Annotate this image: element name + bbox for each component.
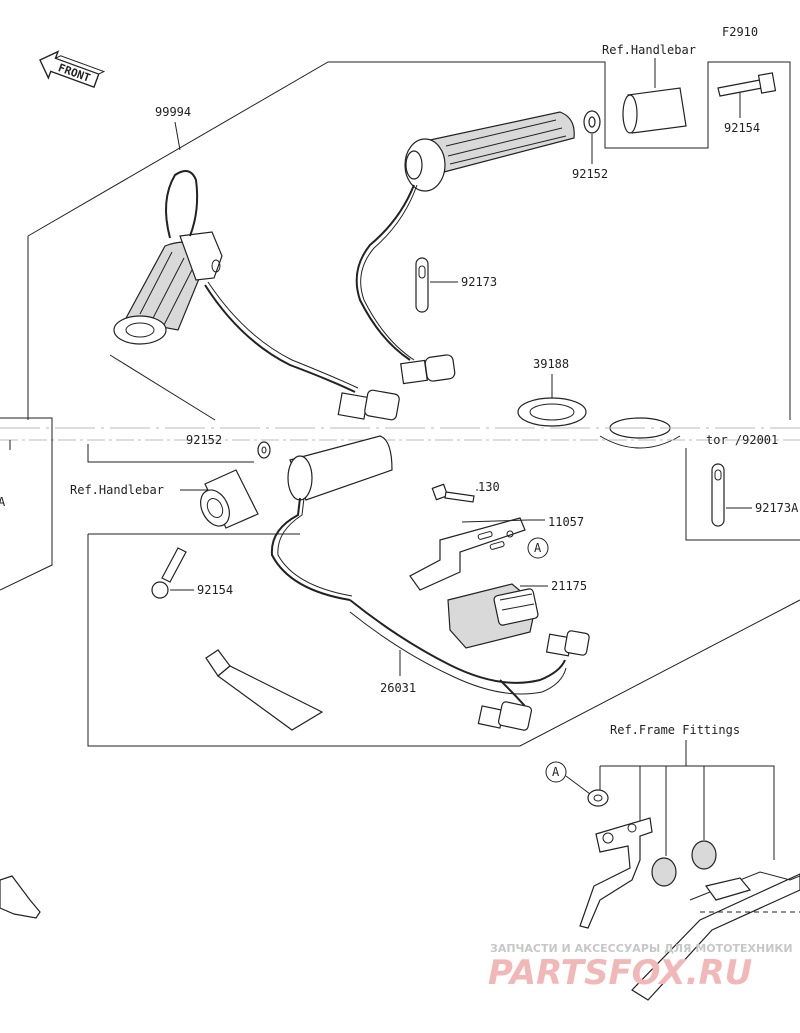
grommet-partial-right	[599, 417, 681, 449]
label-ref-handlebar-left: Ref.Handlebar	[70, 483, 164, 497]
heated-grip-right	[404, 111, 575, 192]
grip-right-cable	[355, 184, 415, 361]
marker-a-2-text: A	[552, 765, 560, 779]
harness-main-cable	[349, 599, 566, 684]
label-washer: 92152	[572, 167, 608, 181]
controller-21175	[447, 583, 539, 649]
label-kit-number: 99994	[155, 105, 191, 119]
figure-code: F2910	[722, 25, 758, 39]
harness-connector-lower	[477, 701, 533, 731]
kit-boundary-lower	[87, 534, 800, 747]
grip-left-cable	[204, 284, 356, 393]
bracket-11057	[409, 517, 526, 591]
bolt-130	[431, 483, 475, 503]
connector-right-grip	[400, 354, 456, 385]
grommet	[517, 397, 587, 427]
heated-grip-left	[113, 231, 223, 345]
bar-end-weight-right	[622, 87, 687, 134]
partial-part-bottom-left	[0, 875, 41, 919]
washer-right	[583, 110, 601, 134]
washer-left	[257, 441, 271, 459]
grease-tube	[205, 649, 324, 731]
rubber-damper-1	[651, 857, 677, 887]
label-ref-handlebar-top: Ref.Handlebar	[602, 43, 696, 57]
marker-a-1	[527, 537, 549, 559]
rubber-damper-2	[691, 840, 717, 870]
kit-boundary	[27, 61, 791, 420]
front-arrow-icon: FRONT	[39, 50, 106, 88]
watermark-top: ЗАПЧАСТИ И АКСЕССУАРЫ ДЛЯ МОТОТЕХНИКИ	[490, 942, 793, 955]
harness-capacitor	[270, 435, 393, 601]
bar-end-weight-left	[200, 469, 259, 529]
label-clip-right: 92173A	[755, 501, 799, 515]
cut-band: 92152 tor /92001 A	[0, 427, 800, 509]
label-bolt-top: 92154	[724, 121, 760, 135]
harness-connector-upper	[545, 630, 590, 657]
cable-clip-center	[415, 257, 429, 313]
label-bolt-left: 92154	[197, 583, 233, 597]
label-grommet: 39188	[533, 357, 569, 371]
connector-left-grip	[337, 389, 400, 421]
bolt-right	[717, 72, 777, 97]
grip-left-loop	[165, 170, 199, 239]
bolt-left	[151, 547, 187, 599]
label-cut-right: tor /92001	[706, 433, 778, 447]
label-bracket: 11057	[548, 515, 584, 529]
marker-a-2	[545, 761, 567, 783]
label-cut-left: 92152	[186, 433, 222, 447]
label-ref-frame: Ref.Frame Fittings	[610, 723, 740, 737]
collar	[587, 789, 609, 807]
cable-clip-right	[711, 463, 725, 527]
label-clip-center: 92173	[461, 275, 497, 289]
label-controller: 21175	[551, 579, 587, 593]
label-harness: 26031	[380, 681, 416, 695]
label-bolt-130: 130	[478, 480, 500, 494]
marker-a-1-text: A	[534, 541, 542, 555]
watermark-brand: PARTSFOX.RU	[488, 953, 752, 993]
label-edge-a: A	[0, 495, 6, 509]
frame-bracket	[579, 817, 800, 1001]
